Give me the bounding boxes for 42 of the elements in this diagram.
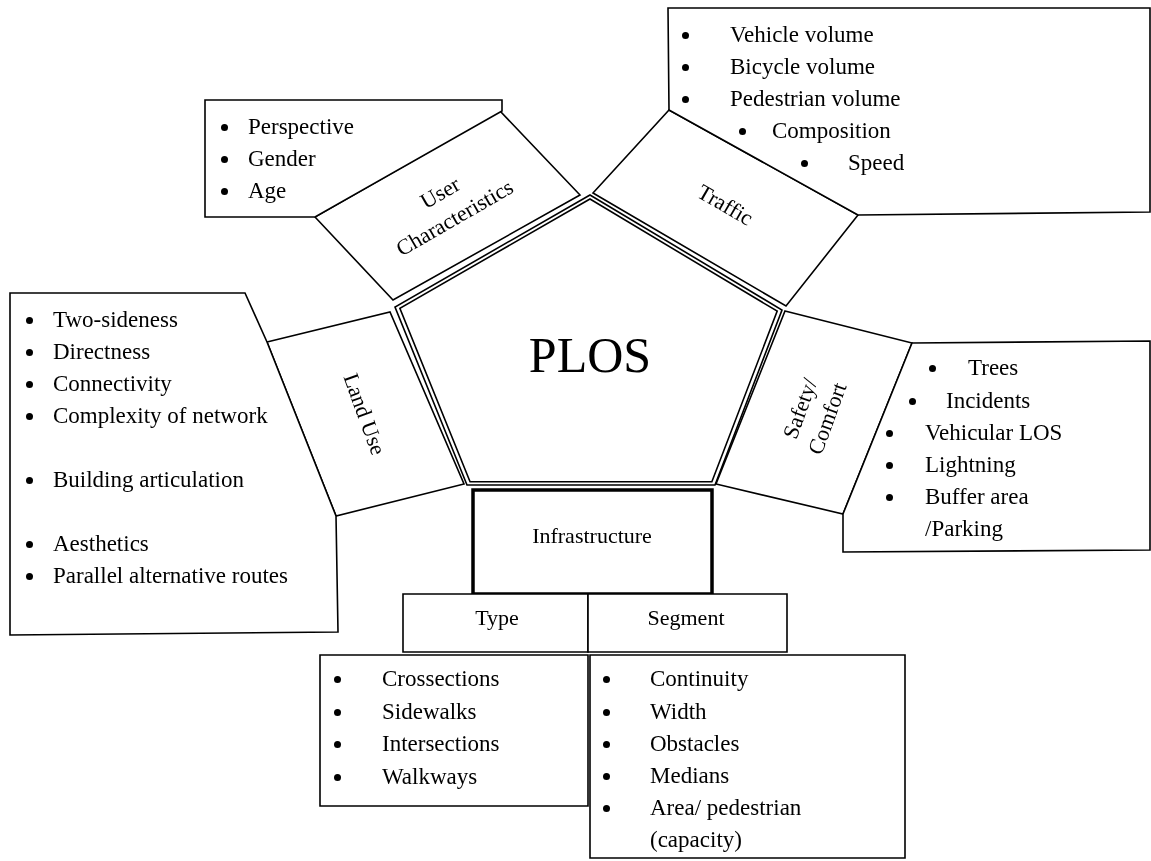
list-item: Two-sideness — [26, 304, 178, 336]
list-item: Speed — [801, 147, 905, 179]
list-box — [590, 655, 905, 858]
list-item: Pedestrian volume — [682, 83, 901, 115]
list-item: Bicycle volume — [682, 51, 875, 83]
list-item: Medians — [603, 760, 730, 792]
list-item: Age — [221, 175, 287, 207]
category-label: Safety/ Comfort — [776, 373, 853, 459]
list-item: Obstacles — [603, 728, 740, 760]
list-item: Connectivity — [26, 368, 172, 400]
list-item: Trees — [929, 352, 1019, 384]
list-item: Intersections — [334, 728, 500, 760]
list-item: Parallel alternative routes — [26, 560, 318, 592]
list-item: Buffer area /Parking — [886, 481, 1085, 545]
list-item: Crossections — [334, 663, 500, 695]
list-item: Lightning — [886, 449, 1016, 481]
list-item: Composition — [739, 115, 891, 147]
category-label: Infrastructure — [531, 521, 653, 550]
list-item: Aesthetics — [26, 528, 149, 560]
list-item: Continuity — [603, 663, 749, 695]
category-label: Land Use — [337, 368, 392, 460]
list-item: Gender — [221, 143, 316, 175]
list-item: Walkways — [334, 761, 478, 793]
column-header-box — [403, 594, 588, 652]
column-header-box — [588, 594, 787, 652]
list-item: Vehicle volume — [682, 19, 874, 51]
category-box — [473, 490, 712, 594]
center-label: PLOS — [527, 325, 653, 385]
column-header-label: Type — [474, 603, 520, 632]
list-item: Directness — [26, 336, 151, 368]
list-item: Perspective — [221, 111, 354, 143]
list-item: Width — [603, 696, 707, 728]
list-item: Building articulation — [26, 464, 268, 496]
category-box — [716, 311, 912, 514]
list-item: Vehicular LOS — [886, 417, 1063, 449]
list-item: Complexity of network — [26, 400, 268, 432]
list-item: Incidents — [909, 385, 1031, 417]
category-box — [267, 312, 464, 516]
column-header-label: Segment — [646, 603, 726, 632]
list-item: Sidewalks — [334, 696, 477, 728]
list-box — [320, 655, 588, 806]
list-item: Area/ pedestrian (capacity) — [603, 792, 865, 856]
